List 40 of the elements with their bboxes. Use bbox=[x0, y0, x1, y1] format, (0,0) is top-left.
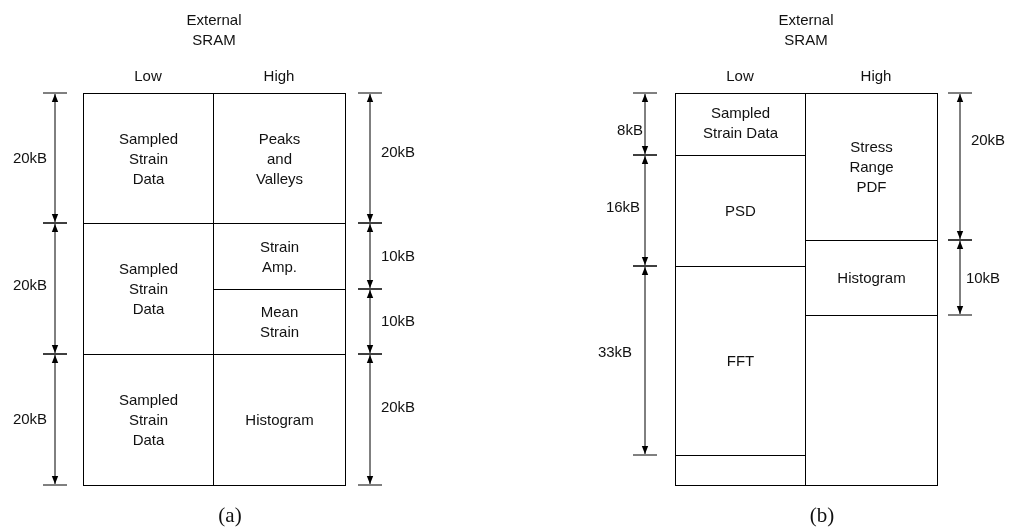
block-label: Histogram bbox=[244, 410, 315, 430]
memory-block bbox=[83, 93, 214, 224]
column-header: High bbox=[860, 66, 892, 86]
memory-block bbox=[805, 93, 938, 241]
memory-block bbox=[213, 354, 346, 486]
block-label: Sampled Strain Data bbox=[117, 390, 180, 450]
memory-block bbox=[675, 93, 806, 156]
size-label: 20kB bbox=[12, 148, 48, 168]
column-header: Low bbox=[726, 66, 754, 86]
size-label: 10kB bbox=[965, 268, 1001, 288]
memory-title: External SRAM bbox=[777, 10, 835, 50]
block-label: Stress Range PDF bbox=[848, 137, 895, 197]
block-label: Mean Strain bbox=[258, 302, 301, 342]
memory-block bbox=[213, 93, 346, 224]
size-label: 20kB bbox=[12, 275, 48, 295]
size-label: 8kB bbox=[617, 120, 643, 140]
panel-caption: (b) bbox=[809, 505, 835, 525]
size-label: 20kB bbox=[380, 142, 416, 162]
block-label: Histogram bbox=[836, 268, 907, 288]
column-header: Low bbox=[134, 66, 162, 86]
block-label: Strain Amp. bbox=[258, 236, 301, 277]
memory-title: External SRAM bbox=[185, 10, 243, 50]
size-label: 20kB bbox=[12, 409, 48, 429]
memory-block bbox=[675, 455, 806, 486]
block-label: Sampled Strain Data bbox=[117, 259, 180, 319]
block-label: PSD bbox=[724, 201, 757, 221]
panel-caption: (a) bbox=[218, 505, 242, 525]
block-label: Sampled Strain Data bbox=[117, 128, 180, 189]
column-header: High bbox=[263, 66, 295, 86]
memory-block bbox=[83, 354, 214, 486]
size-label: 10kB bbox=[380, 246, 416, 266]
size-label: 16kB bbox=[605, 197, 641, 217]
size-label: 10kB bbox=[380, 311, 416, 331]
block-label: Peaks and Valleys bbox=[254, 128, 305, 189]
size-label: 20kB bbox=[970, 130, 1006, 150]
size-label: 20kB bbox=[380, 397, 416, 417]
block-label: Sampled Strain Data bbox=[701, 103, 779, 143]
memory-block bbox=[805, 315, 938, 486]
size-label: 33kB bbox=[597, 342, 633, 362]
block-label: FFT bbox=[725, 351, 756, 371]
